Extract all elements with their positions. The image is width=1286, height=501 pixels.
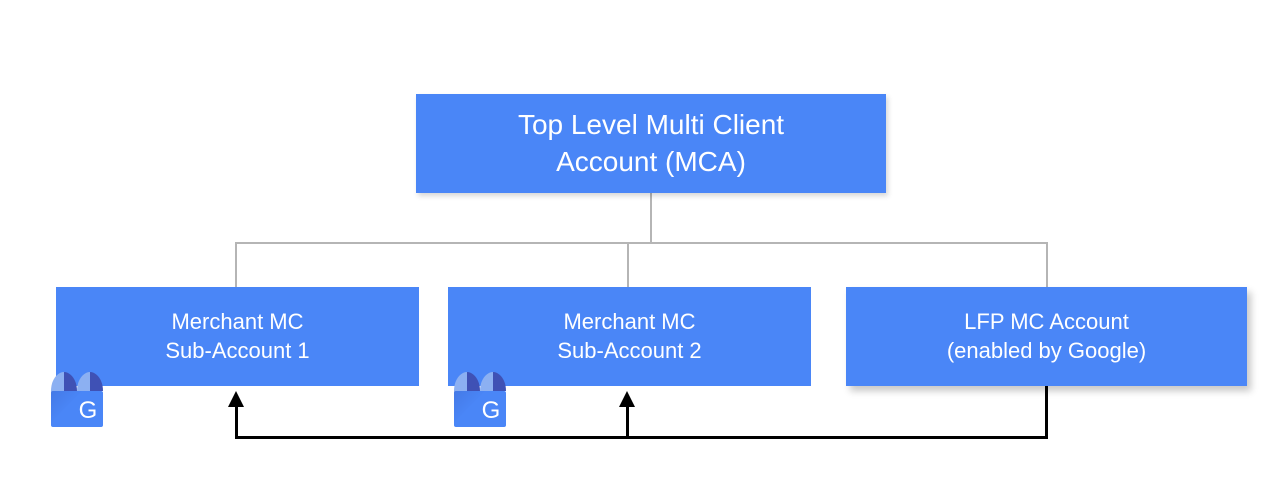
connector-drop-sub1 (235, 242, 237, 288)
node-merchant-sub-account-2-label: Merchant MC Sub-Account 2 (557, 308, 702, 363)
arrowhead-icon-sub2 (619, 391, 635, 407)
node-lfp-mc-account-label: LFP MC Account (enabled by Google) (946, 308, 1147, 363)
feedback-line-vertical-right (1045, 386, 1048, 439)
node-lfp-mc-account[interactable]: LFP MC Account (enabled by Google) (846, 287, 1247, 386)
feedback-line-horizontal (235, 436, 1046, 439)
connector-horizontal-bus (235, 242, 1047, 244)
connector-drop-sub2 (627, 242, 629, 288)
connector-drop-lfp (1046, 242, 1048, 288)
svg-text:G: G (79, 397, 98, 424)
node-top-level-mca[interactable]: Top Level Multi Client Account (MCA) (416, 94, 886, 193)
feedback-line-up-sub1 (235, 404, 238, 437)
arrowhead-icon-sub1 (228, 391, 244, 407)
feedback-line-up-sub2 (626, 404, 629, 437)
node-top-level-mca-label: Top Level Multi Client Account (MCA) (517, 109, 785, 177)
google-my-business-storefront-icon: G (51, 372, 103, 427)
node-merchant-sub-account-1-label: Merchant MC Sub-Account 1 (165, 308, 310, 363)
svg-text:G: G (482, 397, 501, 424)
node-merchant-sub-account-2[interactable]: Merchant MC Sub-Account 2 (448, 287, 811, 386)
connector-root-stem (650, 193, 652, 243)
google-my-business-storefront-icon: G (454, 372, 506, 427)
node-merchant-sub-account-1[interactable]: Merchant MC Sub-Account 1 (56, 287, 419, 386)
